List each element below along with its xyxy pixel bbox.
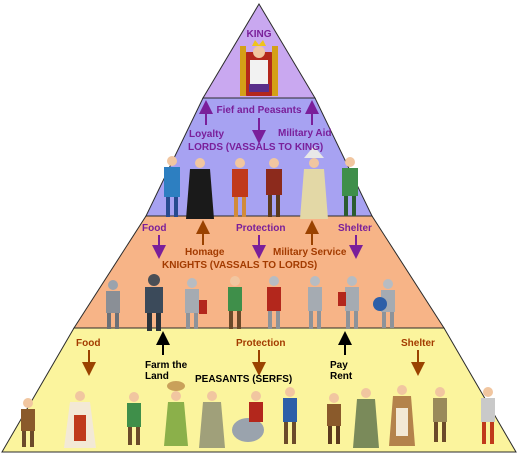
lords-title: LORDS (VASSALS TO KING) (188, 142, 324, 153)
peasant-figure-icon (327, 393, 341, 444)
peasant-figure-icon (353, 388, 379, 448)
lord-figure-icon (232, 158, 248, 217)
loyalty-label: Loyalty (189, 129, 225, 140)
peasant-figure-icon (389, 385, 415, 446)
peasant-figure-icon (127, 392, 141, 445)
knights-figures (106, 274, 395, 331)
king-on-throne-icon (240, 40, 278, 96)
peasant-figure-icon (481, 387, 495, 444)
peasants-figures (21, 381, 495, 448)
peasant-figure-icon (164, 381, 188, 446)
knights-shelter-label: Shelter (338, 223, 372, 234)
peasants-protection-label: Protection (236, 338, 286, 349)
king-title: KING (246, 29, 272, 40)
knight-figure-icon (145, 274, 163, 331)
peasants-food-label: Food (76, 338, 101, 349)
knights-protection-label: Protection (236, 223, 286, 234)
knight-figure-icon (308, 276, 322, 329)
homage-label: Homage (185, 247, 225, 258)
peasant-figure-icon (64, 391, 96, 448)
lord-figure-icon (300, 146, 328, 219)
peasant-figure-icon (433, 387, 447, 442)
knight-figure-icon (185, 278, 207, 329)
lords-figures (164, 146, 358, 219)
peasant-figure-icon (21, 398, 35, 447)
knight-figure-icon (106, 280, 120, 329)
military-aid-label: Military Aid (278, 128, 332, 139)
peasant-figure-icon (283, 387, 297, 444)
farm-the-land-label: Farm the Land (145, 360, 188, 382)
knight-figure-icon (338, 276, 359, 329)
knights-title: KNIGHTS (VASSALS TO LORDS) (162, 260, 318, 271)
knights-food-label: Food (142, 223, 167, 234)
knight-figure-icon (373, 279, 395, 328)
lord-figure-icon (266, 158, 282, 217)
lord-figure-icon (186, 158, 214, 219)
lord-figure-icon (342, 157, 358, 216)
peasants-shelter-label: Shelter (401, 338, 435, 349)
knight-figure-icon (228, 276, 242, 329)
peasant-figure-icon (232, 391, 264, 442)
knight-figure-icon (267, 276, 281, 329)
peasant-figure-icon (199, 391, 225, 448)
pay-rent-label: Pay Rent (330, 360, 353, 382)
lord-figure-icon (164, 156, 180, 217)
military-service-label: Military Service (273, 247, 347, 258)
peasants-title: PEASANTS (SERFS) (195, 374, 293, 385)
fief-and-peasants-label: Fief and Peasants (216, 105, 302, 116)
